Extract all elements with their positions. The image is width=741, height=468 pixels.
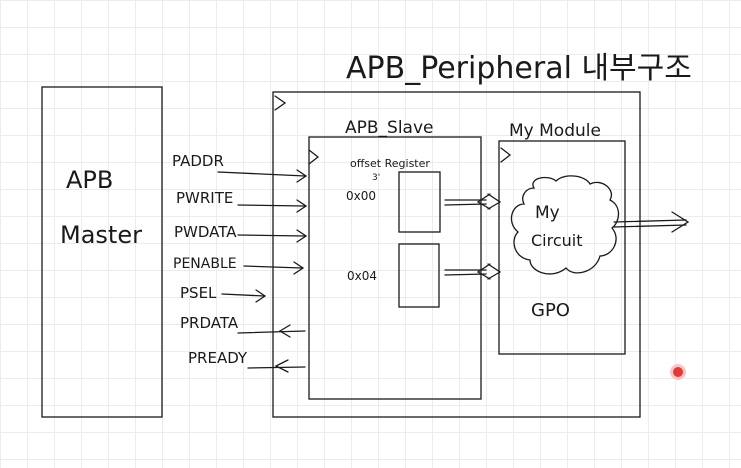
slave-label: APB_Slave xyxy=(345,118,434,138)
register-count: 3' xyxy=(372,173,380,183)
register-addr-1: 0x04 xyxy=(347,269,377,283)
signal-label-psel: PSEL xyxy=(180,284,217,302)
pready-arrow xyxy=(247,359,306,373)
prdata-arrow xyxy=(237,324,306,338)
gpo-output-arrow xyxy=(613,211,690,233)
pwdata-arrow xyxy=(237,229,308,243)
penable-arrow xyxy=(243,261,305,275)
slave-box xyxy=(308,136,482,400)
register-0-link xyxy=(444,193,502,210)
peripheral-clock-marker xyxy=(274,95,287,111)
pwrite-arrow xyxy=(237,199,308,213)
module-clock-marker xyxy=(500,147,512,163)
circuit-cloud xyxy=(510,175,620,275)
slave-clock-marker xyxy=(308,149,320,165)
master-box xyxy=(41,86,163,418)
signal-label-paddr: PADDR xyxy=(172,152,224,170)
gpo-label: GPO xyxy=(531,300,570,321)
register-addr-0: 0x00 xyxy=(346,189,376,203)
master-label-line2: Master xyxy=(60,221,142,249)
record-indicator-icon[interactable] xyxy=(673,367,683,377)
signal-label-penable: PENABLE xyxy=(173,256,237,272)
signal-label-pwdata: PWDATA xyxy=(174,223,237,241)
master-label-line1: APB xyxy=(66,166,113,194)
diagram-title: APB_Peripheral 내부구조 xyxy=(346,51,692,86)
circuit-label-line1: My xyxy=(535,203,560,223)
signal-label-pwrite: PWRITE xyxy=(176,189,233,207)
module-box xyxy=(498,140,626,355)
register-label: offset Register xyxy=(350,157,430,170)
register-1 xyxy=(398,243,440,308)
paddr-arrow xyxy=(217,169,308,183)
peripheral-box xyxy=(272,91,641,418)
signal-label-pready: PREADY xyxy=(188,349,248,367)
signal-label-prdata: PRDATA xyxy=(180,314,239,332)
circuit-label-line2: Circuit xyxy=(531,231,583,250)
module-label: My Module xyxy=(509,121,601,141)
register-1-link xyxy=(444,263,502,280)
psel-arrow xyxy=(221,289,267,303)
register-0 xyxy=(398,171,441,233)
